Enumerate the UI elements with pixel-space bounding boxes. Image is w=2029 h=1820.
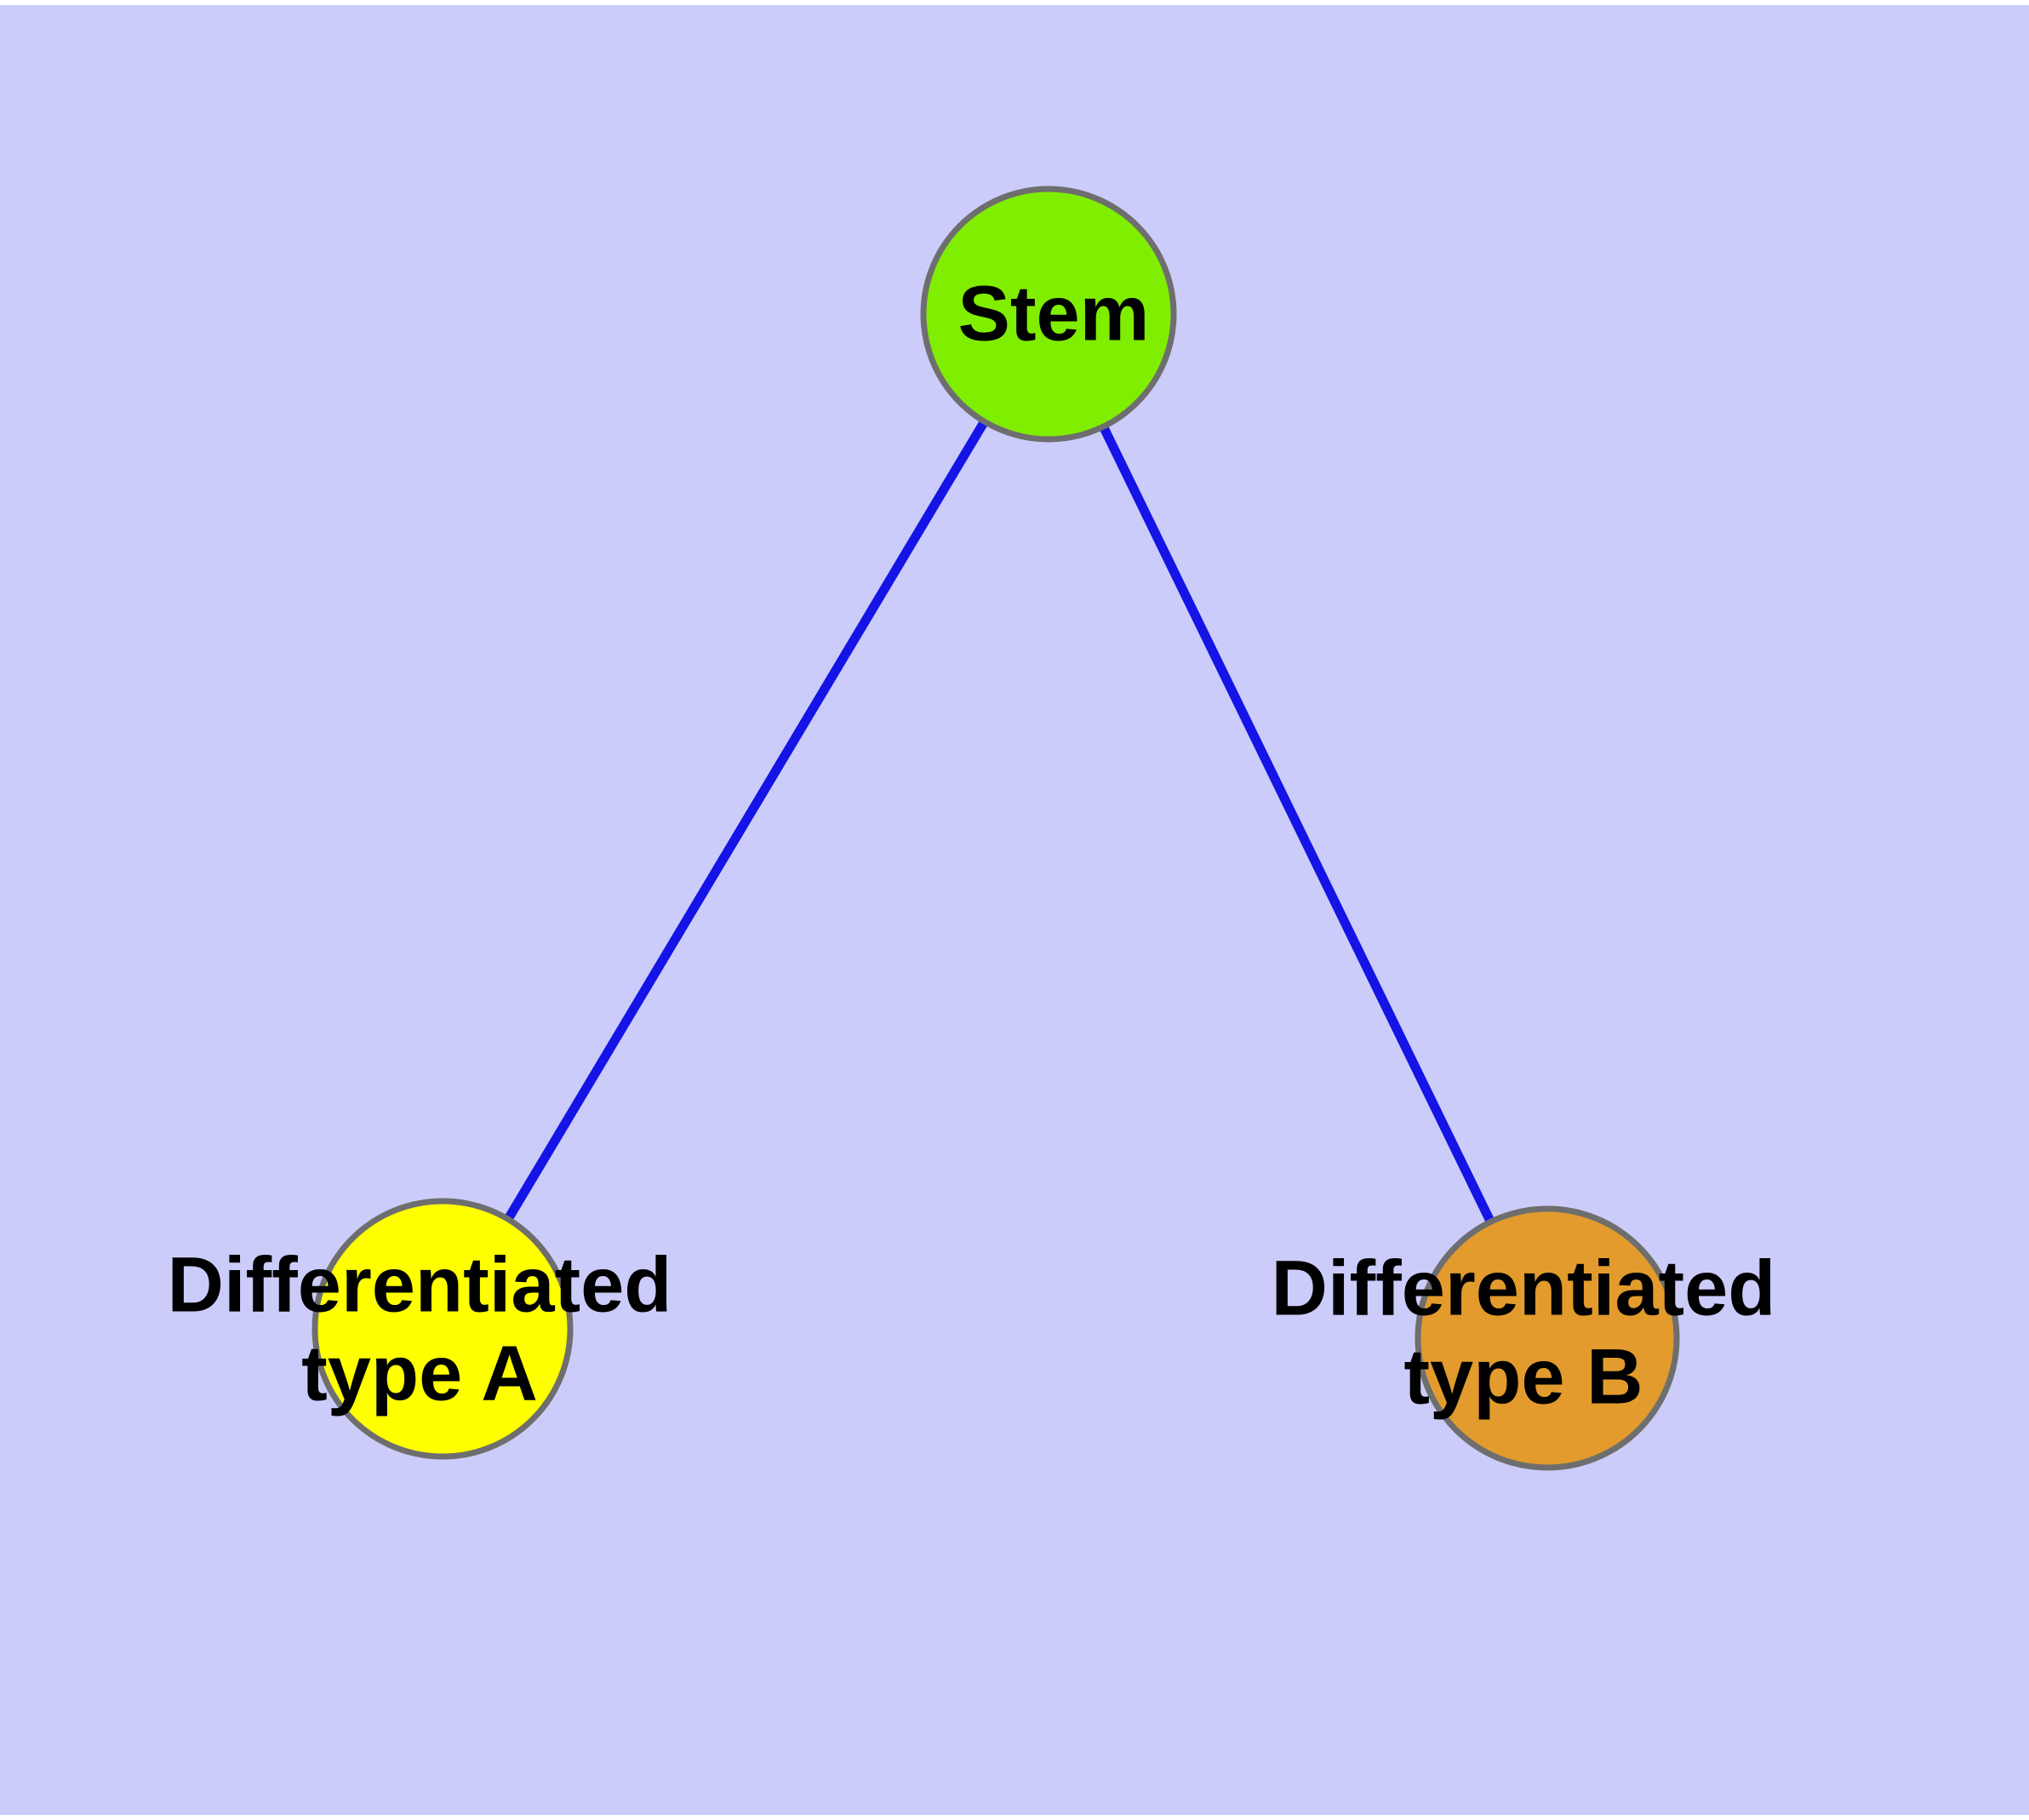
node-stem-circle[interactable] xyxy=(920,186,1177,443)
label-layer: Stem Differentiated type A Differentiate… xyxy=(168,270,1776,1420)
edge-stem-to-differentiated-type-a[interactable] xyxy=(438,312,1053,1331)
node-stem-label: Stem xyxy=(958,270,1150,357)
edge-stem-to-differentiated-type-b[interactable] xyxy=(1044,312,1552,1341)
node-differentiated-type-a[interactable] xyxy=(311,1198,574,1460)
edge-layer xyxy=(438,312,1552,1341)
node-differentiated-type-b-label-line1: Differentiated xyxy=(1272,1245,1776,1331)
node-differentiated-type-b-label-line2: type B xyxy=(1403,1333,1643,1420)
node-differentiated-type-b[interactable] xyxy=(1415,1205,1680,1471)
node-stem[interactable] xyxy=(920,186,1177,443)
node-differentiated-type-a-circle[interactable] xyxy=(311,1198,574,1460)
node-differentiated-type-a-label-line1: Differentiated xyxy=(168,1241,672,1328)
node-differentiated-type-a-label-line2: type A xyxy=(301,1330,538,1417)
node-differentiated-type-b-circle[interactable] xyxy=(1415,1205,1680,1471)
node-layer xyxy=(311,186,1680,1471)
